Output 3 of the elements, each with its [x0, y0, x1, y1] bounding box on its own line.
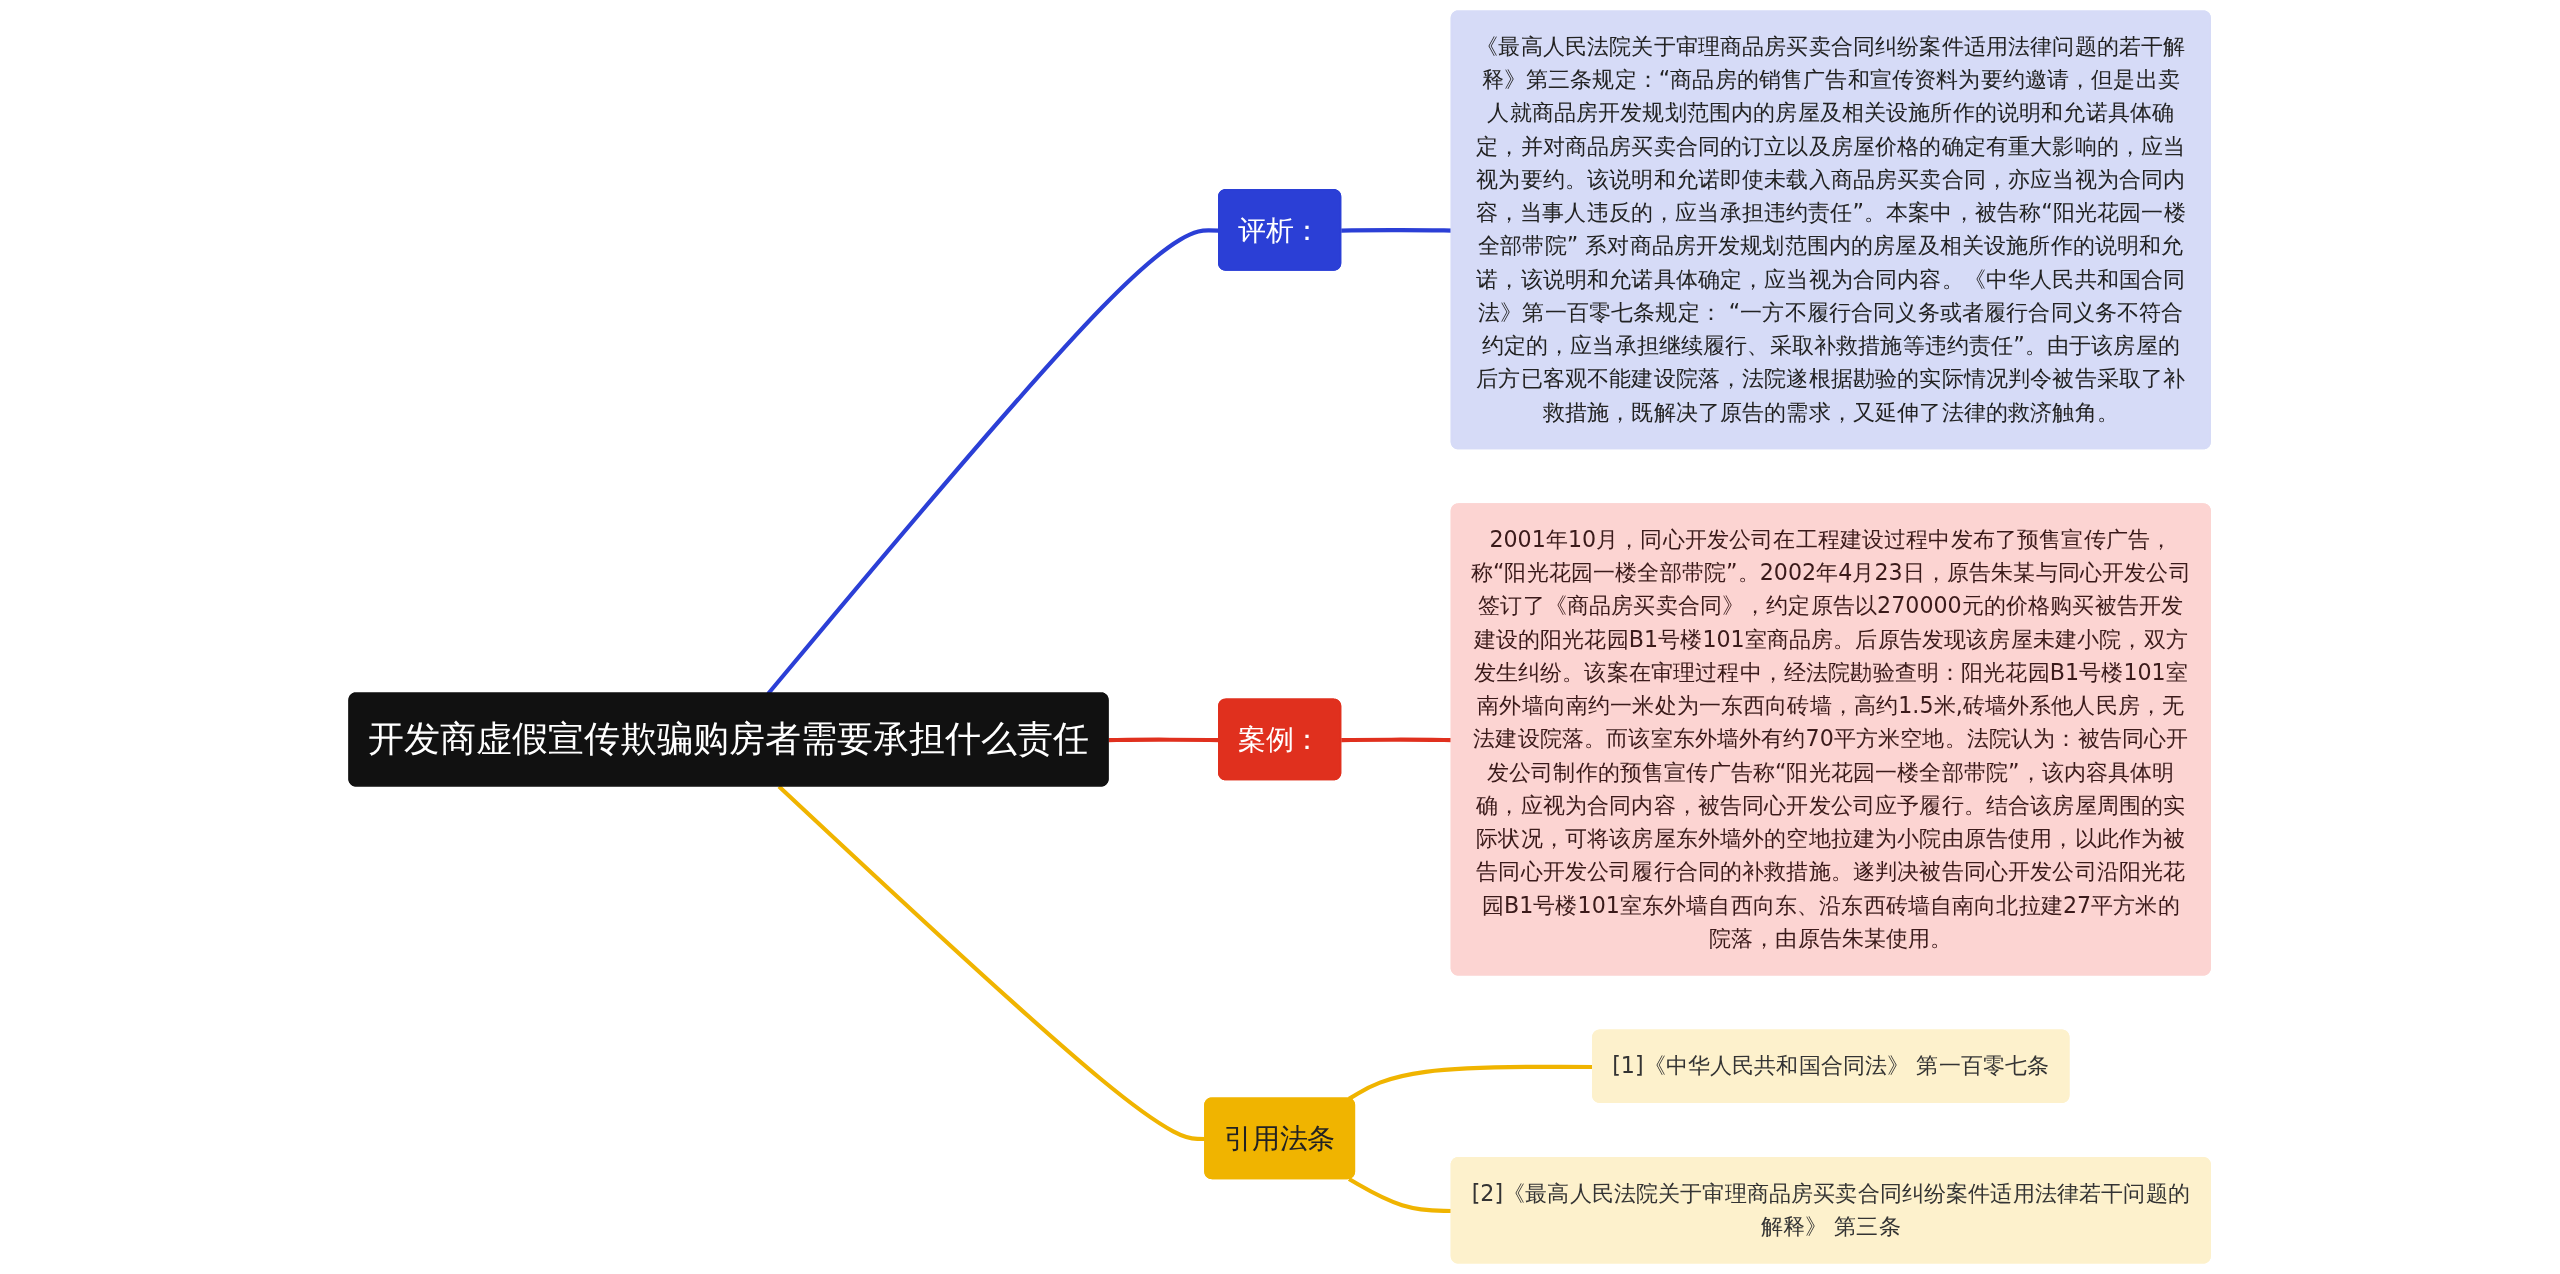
connector — [1108, 737, 1220, 743]
connector — [777, 785, 1206, 1142]
connector — [1348, 1064, 1594, 1101]
